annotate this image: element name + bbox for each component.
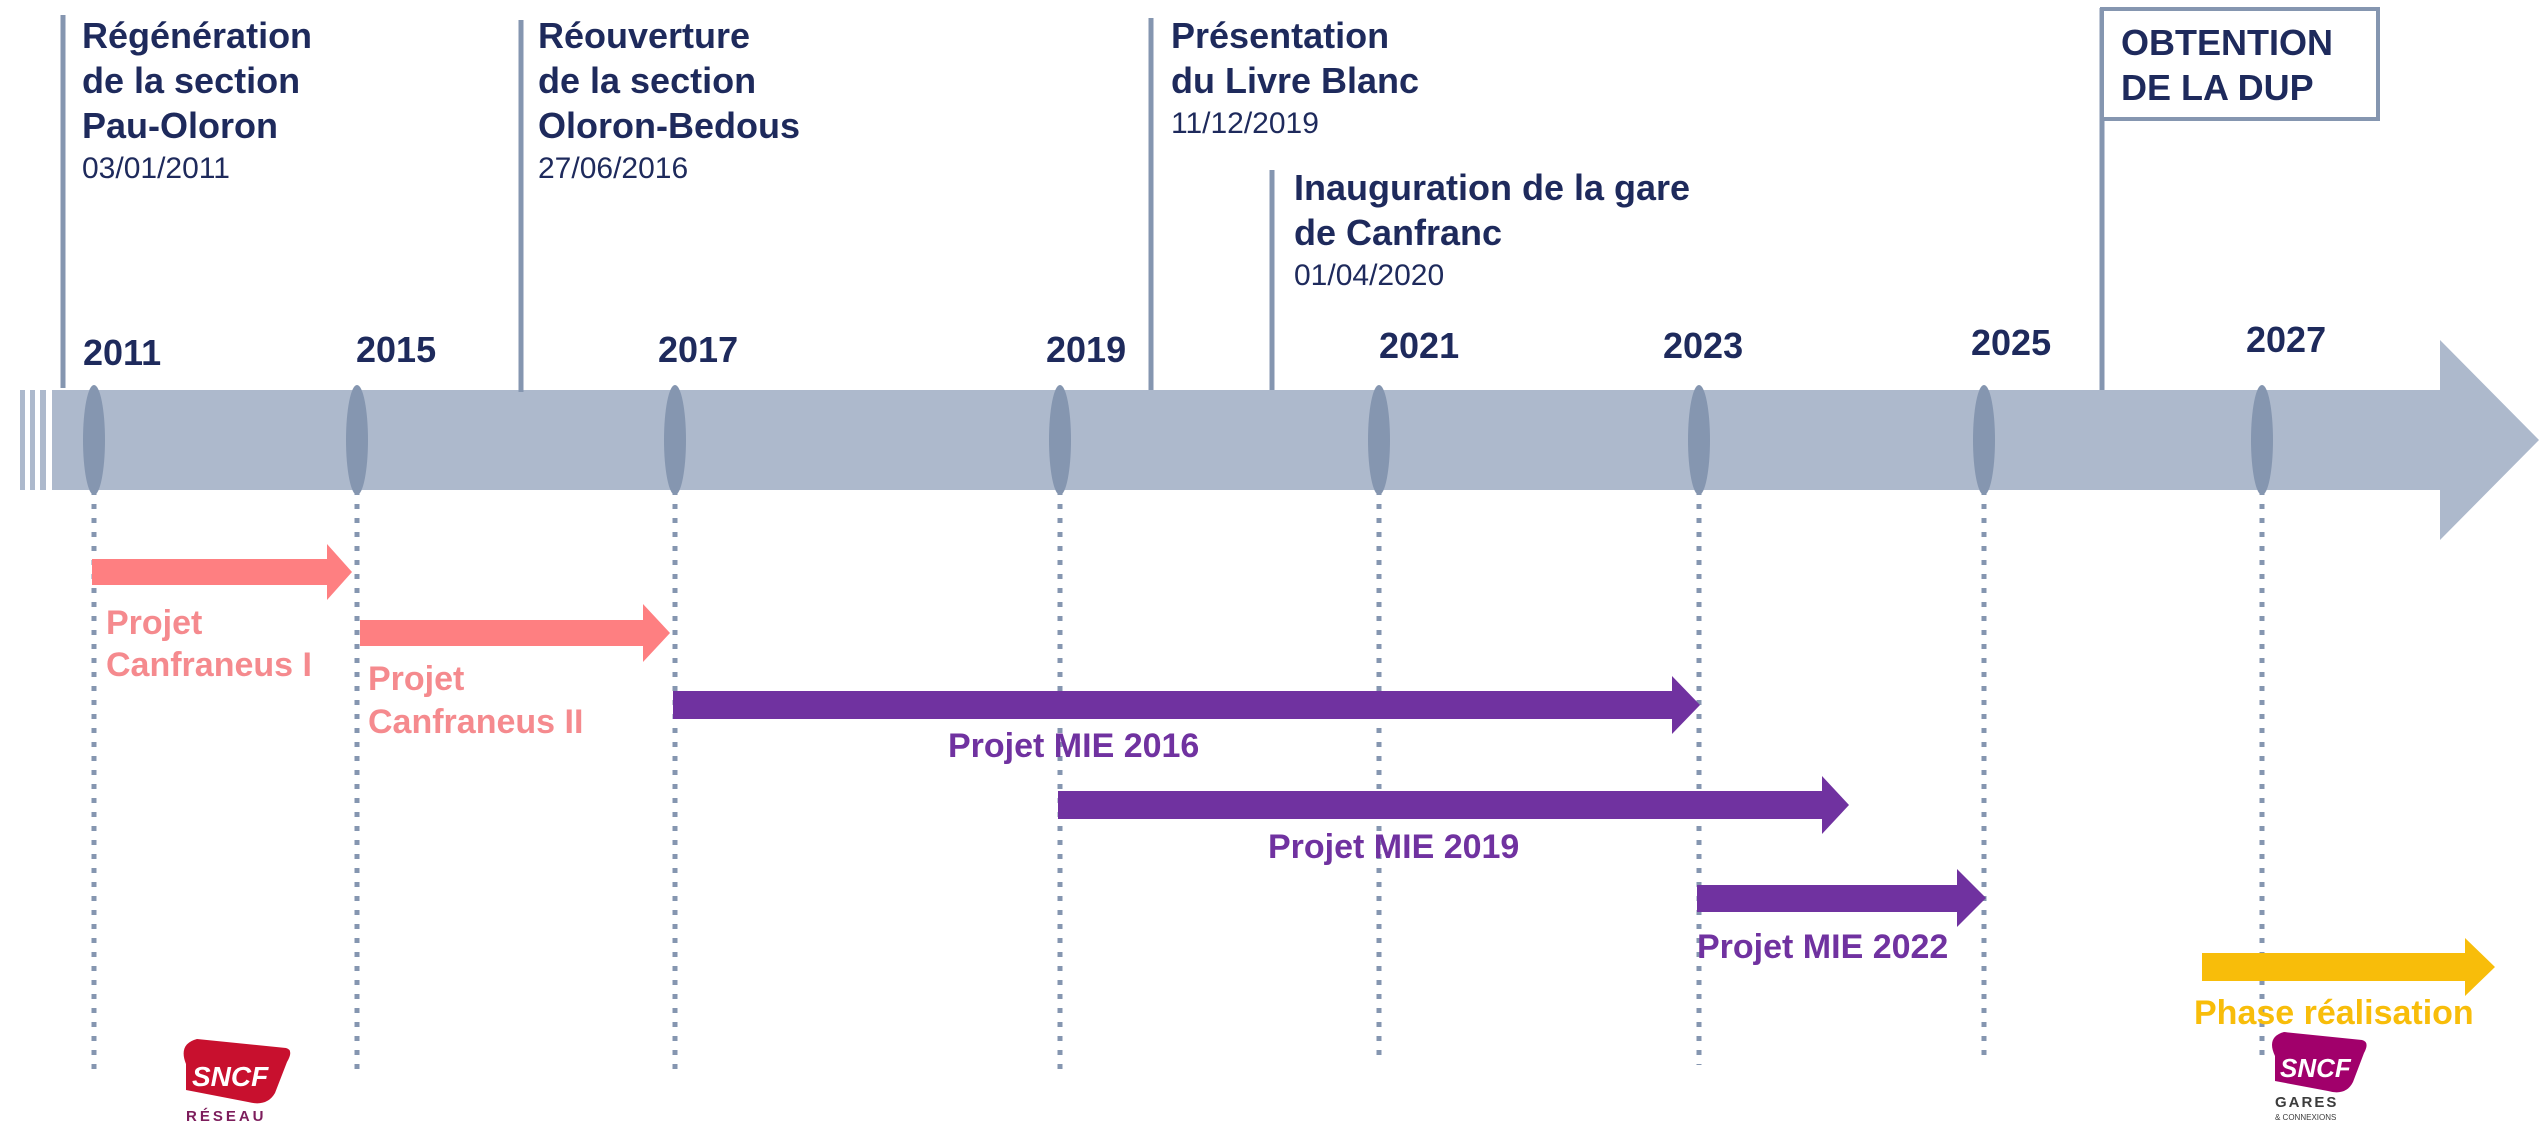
axis-stub-1 (20, 390, 25, 490)
dup-title-line: OBTENTION (2121, 22, 2333, 63)
year-label-2025: 2025 (1971, 322, 2051, 363)
project-label: Canfraneus II (368, 703, 583, 741)
event-reouverture: Réouverture de la section Oloron-Bedous … (538, 15, 800, 185)
event-canfranc: Inauguration de la gare de Canfranc 01/0… (1294, 167, 1690, 292)
timeline-axis (20, 340, 2539, 540)
year-node-2025 (1973, 385, 1995, 495)
dup-box (2100, 7, 2380, 121)
logo-subtitle-small: & CONNEXIONS (2275, 1113, 2336, 1122)
event-date: 03/01/2011 (82, 152, 230, 185)
year-node-2017 (664, 385, 686, 495)
year-label-2011: 2011 (83, 332, 161, 373)
project-arrow (1697, 869, 1986, 927)
dup-title-line: DE LA DUP (2121, 67, 2314, 108)
year-node-2027 (2251, 385, 2273, 495)
event-regeneration: Régénération de la section Pau-Oloron 03… (82, 15, 312, 185)
project-label: Projet MIE 2022 (1697, 928, 1948, 966)
sncf-reseau-logo: SNCF RÉSEAU (183, 1039, 291, 1123)
project-arrow (1058, 776, 1849, 834)
event-title-line: Inauguration de la gare (1294, 167, 1690, 208)
axis-arrow (52, 340, 2539, 540)
logo-shape (2272, 1032, 2367, 1093)
year-label-2019: 2019 (1046, 329, 1126, 370)
year-label-2023: 2023 (1663, 325, 1743, 366)
event-lines (60, 7, 2380, 392)
event-title-line: Présentation (1171, 15, 1389, 56)
year-markers: 2011 2015 2017 2019 2021 2023 2025 2027 (83, 319, 2326, 1070)
project-arrow (92, 544, 352, 600)
logo-wordmark: SNCF (2280, 1053, 2352, 1083)
project-mie-2022: Projet MIE 2022 (1697, 869, 1986, 966)
project-label: Phase réalisation (2194, 994, 2474, 1032)
project-label: Canfraneus I (106, 646, 312, 684)
event-date: 01/04/2020 (1294, 259, 1444, 292)
event-title-line: de Canfranc (1294, 212, 1502, 253)
event-title-line: Oloron-Bedous (538, 105, 800, 146)
year-node-2023 (1688, 385, 1710, 495)
project-mie-2016: Projet MIE 2016 (673, 676, 1700, 765)
logo-shape (183, 1039, 291, 1104)
event-title-line: du Livre Blanc (1171, 60, 1419, 101)
axis-stub-2 (30, 390, 35, 490)
year-node-2015 (346, 385, 368, 495)
project-canfraneus-2: Projet Canfraneus II (360, 604, 670, 741)
project-mie-2019: Projet MIE 2019 (1058, 776, 1849, 866)
event-date: 27/06/2016 (538, 152, 688, 185)
event-title-line: de la section (538, 60, 756, 101)
event-date: 11/12/2019 (1171, 107, 1319, 140)
logo-wordmark: SNCF (192, 1061, 269, 1092)
year-label-2027: 2027 (2246, 319, 2326, 360)
year-label-2015: 2015 (356, 329, 436, 370)
logo-subtitle: RÉSEAU (186, 1108, 267, 1123)
axis-stub-3 (40, 390, 46, 490)
event-livre-blanc: Présentation du Livre Blanc 11/12/2019 (1171, 15, 1419, 140)
logo-subtitle: GARES (2275, 1094, 2338, 1111)
year-node-2011 (83, 385, 105, 495)
year-label-2021: 2021 (1379, 325, 1459, 366)
year-node-2021 (1368, 385, 1390, 495)
project-label: Projet (106, 604, 202, 642)
project-arrow (360, 604, 670, 662)
event-title-line: Régénération (82, 15, 312, 56)
project-label: Projet (368, 660, 464, 698)
year-label-2017: 2017 (658, 329, 738, 370)
event-title-line: Réouverture (538, 15, 750, 56)
event-title-line: de la section (82, 60, 300, 101)
year-node-2019 (1049, 385, 1071, 495)
project-phase-realisation: Phase réalisation (2194, 938, 2495, 1032)
event-dup: OBTENTION DE LA DUP (2121, 22, 2333, 108)
event-title-line: Pau-Oloron (82, 105, 278, 146)
project-label: Projet MIE 2016 (948, 727, 1199, 765)
project-arrow (673, 676, 1700, 734)
project-arrow (2202, 938, 2495, 996)
sncf-gares-logo: SNCF GARES & CONNEXIONS (2272, 1032, 2367, 1122)
project-label: Projet MIE 2019 (1268, 828, 1519, 866)
project-canfraneus-1: Projet Canfraneus I (92, 544, 352, 684)
